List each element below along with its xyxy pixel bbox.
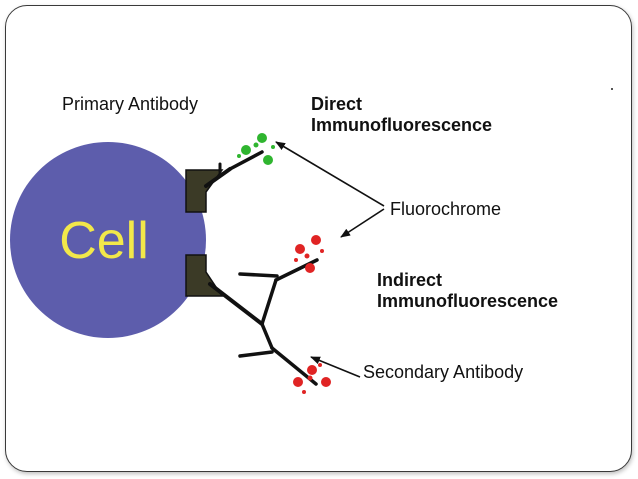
arrow-secondary: [310, 356, 361, 378]
indirect-fluorochrome-lower: [293, 363, 331, 394]
indirect-title-line2: Immunofluorescence: [377, 290, 559, 311]
indirect-fluorochrome-upper: [294, 235, 324, 273]
indirect-immunofluorescence-title: Indirect Immunofluorescence: [377, 270, 558, 311]
fluorochrome-label: Fluorochrome: [390, 199, 502, 219]
direct-title-line1: Direct: [311, 94, 363, 114]
arrow-direct: [275, 141, 385, 207]
stray-dot: [611, 88, 613, 90]
direct-primary-antibody: [204, 150, 264, 188]
direct-title-line2: Immunofluorescence: [311, 114, 493, 135]
primary-antibody-label: Primary Antibody: [62, 94, 199, 114]
direct-immunofluorescence-title: Direct Immunofluorescence: [311, 94, 492, 135]
label-arrows: [275, 141, 385, 378]
arrow-fluorochrome: [340, 208, 385, 238]
direct-fluorochrome: [237, 133, 275, 165]
cell-body: [10, 142, 206, 338]
indirect-primary-antibody: [208, 258, 319, 386]
cell-label: Cell: [59, 212, 149, 270]
secondary-antibody-label: Secondary Antibody: [363, 362, 524, 382]
indirect-title-line1: Indirect: [377, 270, 443, 290]
